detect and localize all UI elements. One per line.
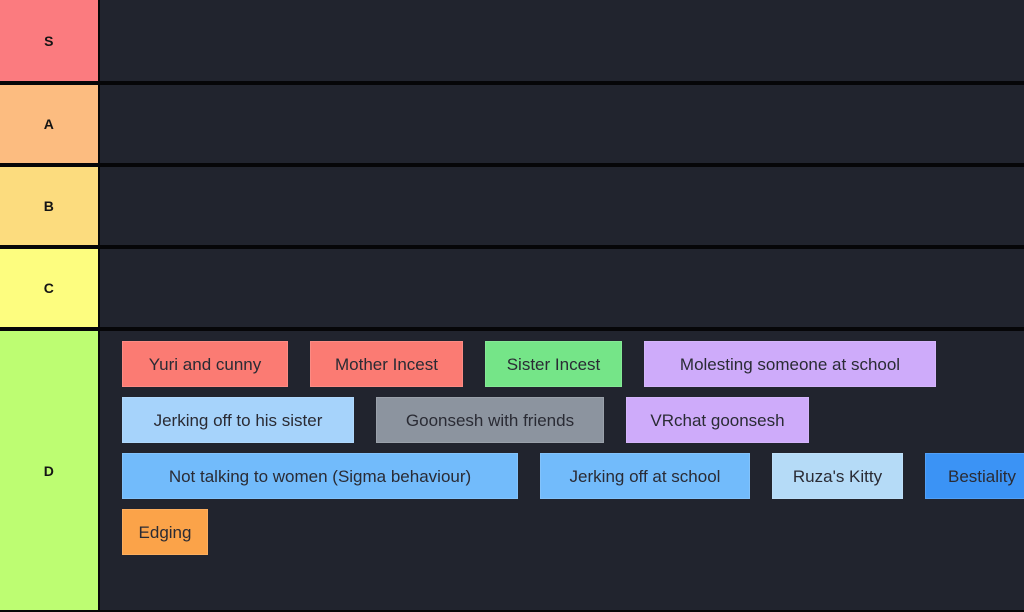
tier-items-d[interactable]: Yuri and cunny Mother Incest Sister Incest… xyxy=(100,331,1024,610)
tier-item-row: Not talking to women (Sigma behaviour) Je… xyxy=(100,443,1024,499)
tier-label-s[interactable]: S xyxy=(0,0,100,81)
tier-item[interactable]: Yuri and cunny xyxy=(122,341,288,387)
tier-label-c[interactable]: C xyxy=(0,249,100,327)
tier-row-a: A xyxy=(0,83,1024,165)
tier-item[interactable]: Jerking off to his sister xyxy=(122,397,354,443)
tier-item[interactable]: Molesting someone at school xyxy=(644,341,936,387)
tier-item[interactable]: VRchat goonsesh xyxy=(626,397,809,443)
tier-item-row: Jerking off to his sister Goonsesh with f… xyxy=(100,387,1024,443)
tier-item-row: Yuri and cunny Mother Incest Sister Incest… xyxy=(100,331,1024,387)
tier-items-s[interactable] xyxy=(100,0,1024,81)
tier-row-d: D Yuri and cunny Mother Incest Sister Inces… xyxy=(0,329,1024,612)
tier-item[interactable]: Goonsesh with friends xyxy=(376,397,604,443)
tier-item[interactable]: Jerking off at school xyxy=(540,453,750,499)
tier-item[interactable]: Bestiality xyxy=(925,453,1024,499)
tier-label-a[interactable]: A xyxy=(0,85,100,163)
tier-item[interactable]: Edging xyxy=(122,509,208,555)
tier-label-d[interactable]: D xyxy=(0,331,100,610)
tier-item[interactable]: Ruza's Kitty xyxy=(772,453,903,499)
tier-item[interactable]: Mother Incest xyxy=(310,341,463,387)
tier-row-s: S xyxy=(0,0,1024,83)
tier-items-c[interactable] xyxy=(100,249,1024,327)
tier-items-b[interactable] xyxy=(100,167,1024,245)
tier-row-b: B xyxy=(0,165,1024,247)
tier-item-row: Edging xyxy=(100,499,1024,555)
tier-label-b[interactable]: B xyxy=(0,167,100,245)
tier-row-c: C xyxy=(0,247,1024,329)
tier-item[interactable]: Sister Incest xyxy=(485,341,622,387)
tier-items-a[interactable] xyxy=(100,85,1024,163)
tier-item[interactable]: Not talking to women (Sigma behaviour) xyxy=(122,453,518,499)
